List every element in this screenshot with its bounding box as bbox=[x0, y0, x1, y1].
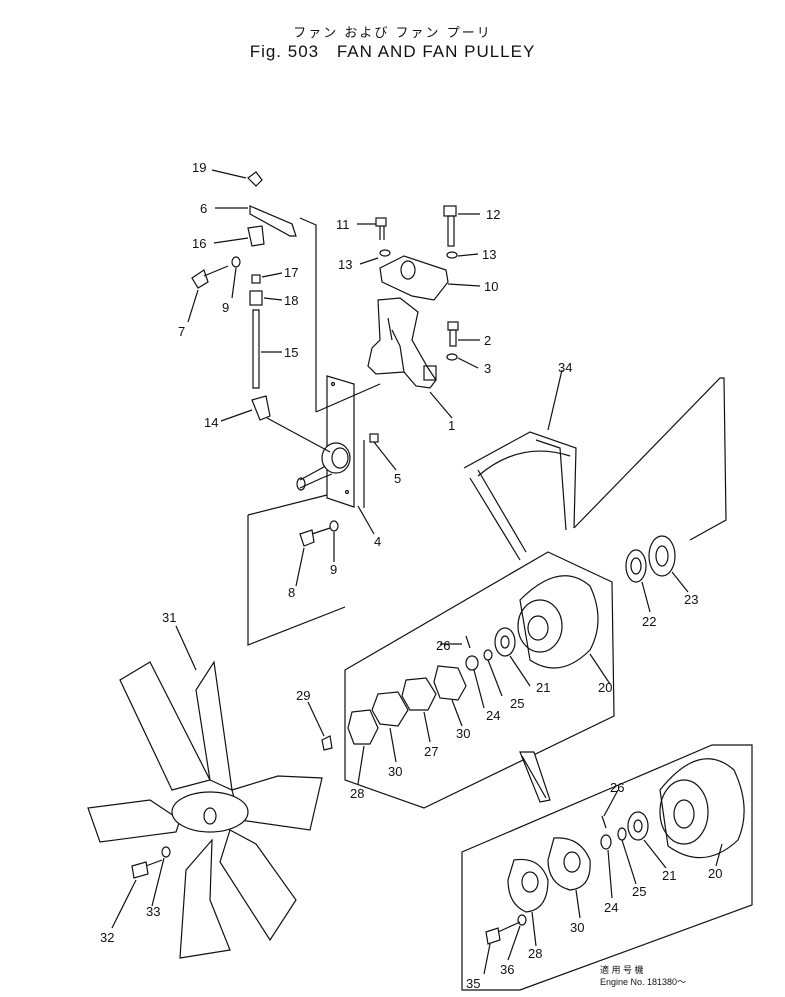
exploded-frame-2 bbox=[461, 744, 753, 991]
plate-27 bbox=[401, 677, 437, 711]
callout: 33 bbox=[146, 904, 160, 919]
fan-bracket bbox=[367, 297, 437, 389]
elbow-14 bbox=[251, 395, 271, 421]
pulley-20b bbox=[659, 758, 745, 859]
callout: 5 bbox=[394, 471, 401, 486]
callout: 11 bbox=[336, 217, 350, 232]
callout: 7 bbox=[178, 324, 185, 339]
grease-fitting-19 bbox=[247, 171, 263, 187]
callout: 14 bbox=[204, 415, 218, 430]
callout: 24 bbox=[604, 900, 618, 915]
callout: 6 bbox=[200, 201, 207, 216]
callout: 30 bbox=[570, 920, 584, 935]
plate-28b bbox=[507, 858, 549, 913]
callout: 1 bbox=[448, 418, 455, 433]
plate-30a bbox=[433, 665, 467, 701]
callout: 21 bbox=[662, 868, 676, 883]
figure-title: Fig. 503 FAN AND FAN PULLEY bbox=[0, 42, 785, 62]
figure-caption: FAN AND FAN PULLEY bbox=[336, 42, 536, 61]
callout: 22 bbox=[642, 614, 656, 629]
callout: 26 bbox=[436, 638, 450, 653]
callout: 28 bbox=[528, 946, 542, 961]
callout: 19 bbox=[192, 160, 206, 175]
callout: 29 bbox=[296, 688, 310, 703]
exploded-frame-1 bbox=[344, 551, 615, 809]
plate-30b bbox=[371, 691, 409, 727]
callout: 13 bbox=[338, 257, 352, 272]
callout: 35 bbox=[466, 976, 480, 991]
bolt-35 bbox=[485, 921, 521, 945]
callout: 21 bbox=[536, 680, 550, 695]
plate-28a bbox=[347, 709, 379, 745]
callout: 17 bbox=[284, 265, 298, 280]
callout: 9 bbox=[330, 562, 337, 577]
bolt-8 bbox=[299, 527, 331, 547]
cooling-fan bbox=[87, 660, 323, 959]
engine-applicability: 適 用 号 機 Engine No. 181380～ bbox=[600, 964, 686, 988]
bolt-12 bbox=[443, 205, 480, 247]
bolt-2 bbox=[447, 321, 480, 347]
callout: 23 bbox=[684, 592, 698, 607]
pulley-20 bbox=[519, 575, 599, 669]
callout: 25 bbox=[632, 884, 646, 899]
grease-tube bbox=[252, 309, 260, 389]
applicable-machines-label: 適 用 号 機 bbox=[600, 965, 644, 975]
callout: 20 bbox=[708, 866, 722, 881]
callout: 36 bbox=[500, 962, 514, 977]
callout: 28 bbox=[350, 786, 364, 801]
japanese-title: ファン および ファン プーリ bbox=[293, 26, 492, 41]
callout-labels: 19 6 16 7 9 17 18 15 14 11 13 12 13 10 2… bbox=[100, 160, 722, 991]
callout: 32 bbox=[100, 930, 114, 945]
figure-number: Fig. 503 bbox=[249, 42, 320, 61]
callout: 24 bbox=[486, 708, 500, 723]
clamp-6 bbox=[249, 205, 297, 237]
bolt-11 bbox=[357, 217, 387, 240]
callout: 10 bbox=[484, 279, 498, 294]
bracket-plate bbox=[379, 255, 449, 301]
callout: 3 bbox=[484, 361, 491, 376]
callout: 20 bbox=[598, 680, 612, 695]
callout: 26 bbox=[610, 780, 624, 795]
bolt-7 bbox=[191, 265, 229, 289]
callout: 2 bbox=[484, 333, 491, 348]
callout: 8 bbox=[288, 585, 295, 600]
callout: 25 bbox=[510, 696, 524, 711]
callout: 12 bbox=[486, 207, 500, 222]
callout: 4 bbox=[374, 534, 381, 549]
plate-30c bbox=[547, 837, 591, 891]
connector-16 bbox=[247, 225, 265, 247]
callout: 9 bbox=[222, 300, 229, 315]
callout: 31 bbox=[162, 610, 176, 625]
callout: 34 bbox=[558, 360, 572, 375]
callout: 30 bbox=[388, 764, 402, 779]
callout: 27 bbox=[424, 744, 438, 759]
callout: 16 bbox=[192, 236, 206, 251]
callout: 30 bbox=[456, 726, 470, 741]
callout: 13 bbox=[482, 247, 496, 262]
callout: 18 bbox=[284, 293, 298, 308]
fan-belt bbox=[463, 431, 577, 561]
engine-number: Engine No. 181380～ bbox=[600, 977, 687, 987]
mounting-plate bbox=[326, 375, 355, 508]
callout: 15 bbox=[284, 345, 298, 360]
